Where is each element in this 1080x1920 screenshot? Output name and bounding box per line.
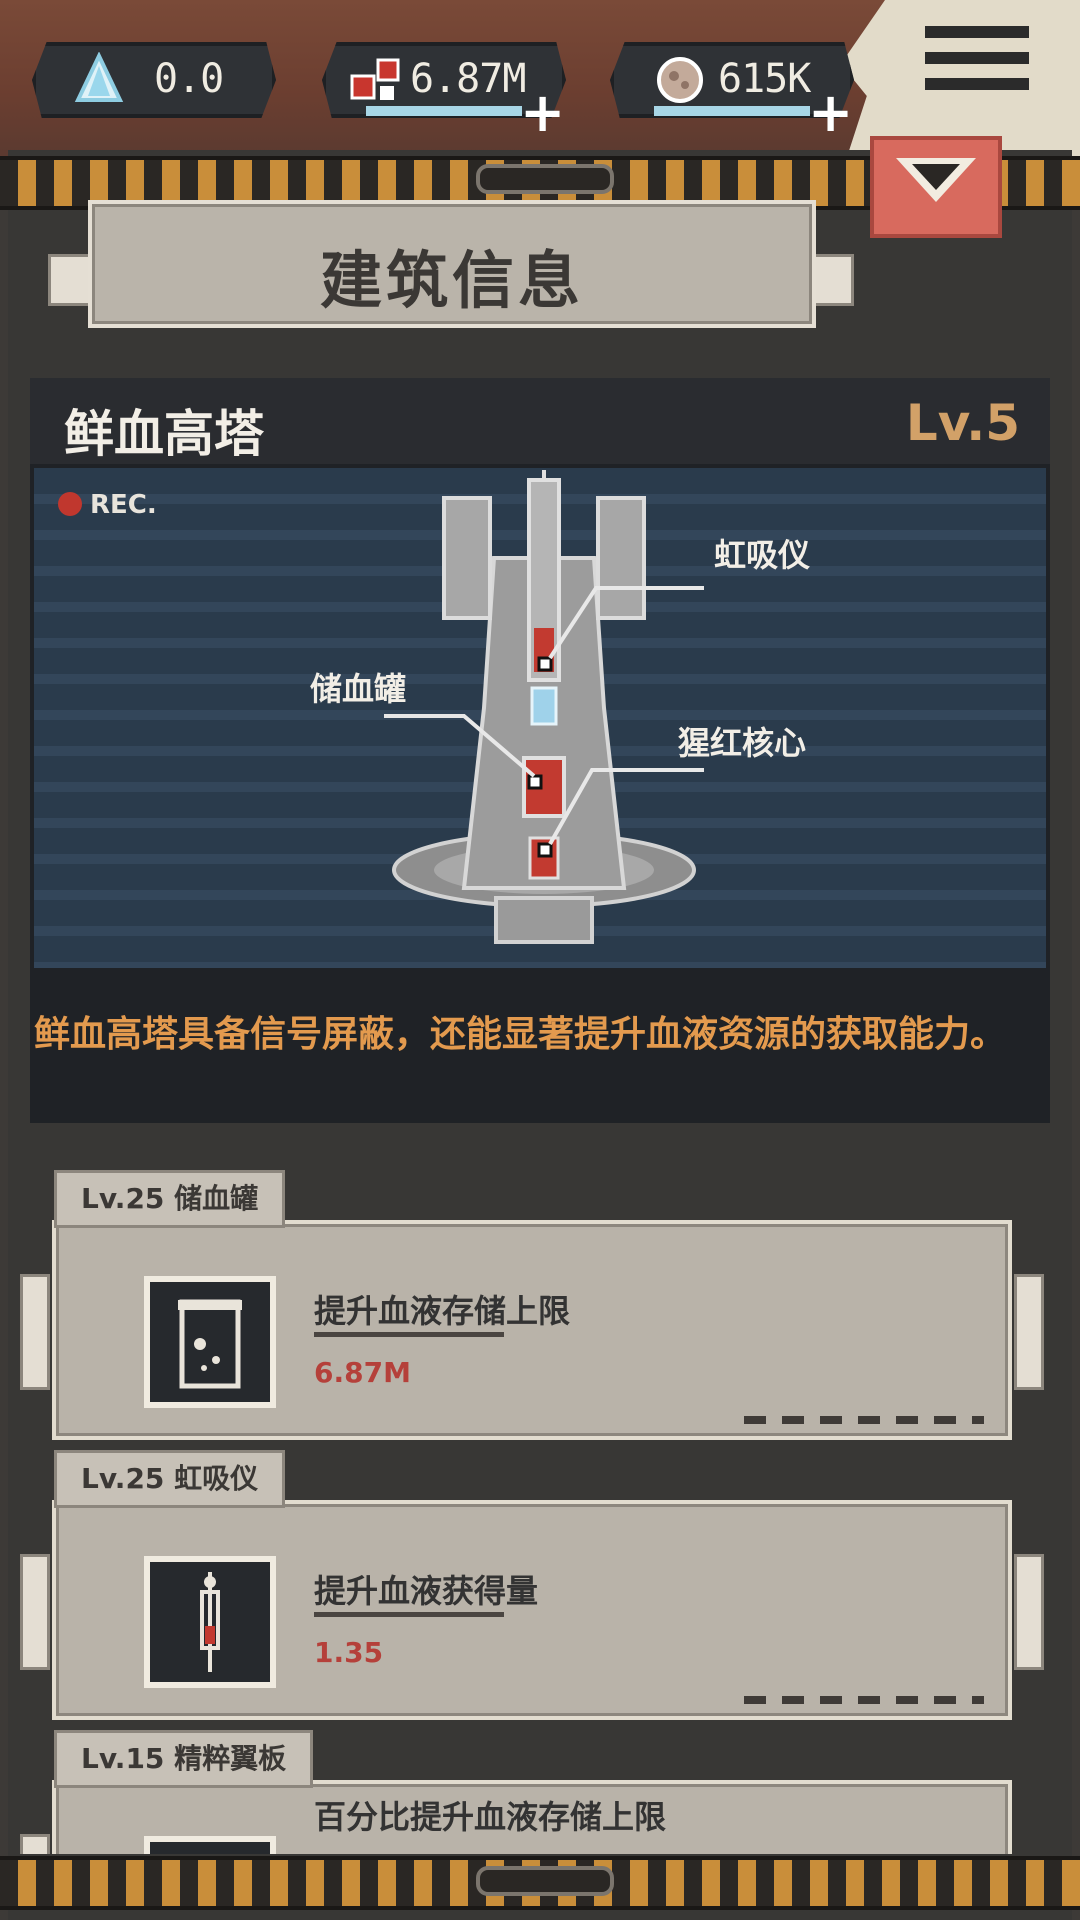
menu-icon (925, 26, 1029, 38)
callout-siphon: 虹吸仪 (714, 536, 811, 574)
building-header: 鲜血高塔 Lv.5 (30, 378, 1050, 464)
card-clip-left (20, 1274, 50, 1390)
building-card: 鲜血高塔 Lv.5 REC. (30, 378, 1050, 1123)
panel-title-plate: 建筑信息 (88, 200, 816, 328)
upgrade-level: Lv.25 (81, 1182, 165, 1215)
card-clip-left (20, 1834, 50, 1854)
callout-crimson-core: 猩红核心 (678, 724, 807, 762)
upgrade-description: 提升血液存储上限 (314, 1292, 571, 1330)
wing-plate-icon (144, 1836, 276, 1854)
panel-bottom-handle[interactable] (476, 1866, 614, 1896)
upgrade-name: 虹吸仪 (174, 1462, 259, 1495)
add-blood-button[interactable]: + (520, 81, 566, 144)
crystal-resource[interactable]: 0.0 (32, 42, 276, 118)
building-description: 鲜血高塔具备信号屏蔽，还能显著提升血液资源的获取能力。 (34, 1014, 1007, 1055)
blood-resource[interactable]: 6.87M (322, 42, 566, 118)
upgrade-tag: Lv.25 储血罐 (54, 1170, 286, 1228)
blood-capacity-bar (366, 106, 522, 116)
upgrade-tag: Lv.25 虹吸仪 (54, 1450, 286, 1508)
crystal-icon (74, 52, 124, 102)
menu-button[interactable] (925, 26, 1029, 102)
card-dash-decoration (744, 1696, 984, 1704)
upgrade-level: Lv.25 (81, 1462, 165, 1495)
siphon-icon (144, 1556, 276, 1688)
building-name: 鲜血高塔 (64, 405, 264, 463)
upgrade-card-blood-tank[interactable]: Lv.25 储血罐 提升血液存储上限 6.87M (20, 1170, 1044, 1440)
upgrade-card-siphon[interactable]: Lv.25 虹吸仪 提升血液获得量 1.35 (20, 1450, 1044, 1720)
building-level: Lv.5 (905, 394, 1020, 452)
description-underline (314, 1612, 504, 1617)
menu-icon-line (925, 52, 1029, 64)
callout-blood-tank: 储血罐 (310, 670, 407, 708)
upgrade-tag: Lv.15 精粹翼板 (54, 1730, 314, 1788)
upgrade-value: 6.87M (314, 1356, 411, 1389)
blood-tank-icon (144, 1276, 276, 1408)
card-clip-right (1014, 1274, 1044, 1390)
upgrade-name: 精粹翼板 (174, 1742, 287, 1775)
card-dash-decoration (744, 1416, 984, 1424)
panel-top-handle[interactable] (476, 164, 614, 194)
upgrade-level: Lv.15 (81, 1742, 165, 1775)
blood-value: 6.87M (410, 56, 526, 102)
ore-capacity-bar (654, 106, 810, 116)
upgrade-card-essence-wing[interactable]: Lv.15 精粹翼板 百分比提升血液存储上限 (20, 1730, 1012, 1854)
building-schematic: REC. 虹吸仪 (34, 468, 1046, 968)
card-clip-left (20, 1554, 50, 1670)
upgrade-description: 百分比提升血液存储上限 (314, 1798, 667, 1836)
rec-indicator: REC. (58, 490, 157, 520)
upgrade-value: 1.35 (314, 1636, 384, 1669)
upgrade-description: 提升血液获得量 (314, 1572, 539, 1610)
upgrade-name: 储血罐 (174, 1182, 259, 1215)
ore-resource[interactable]: 615K (610, 42, 854, 118)
jar-icon (178, 1299, 242, 1389)
syringe-icon (200, 1572, 220, 1672)
card-clip-right (1014, 1554, 1044, 1670)
crystal-value: 0.0 (154, 56, 224, 102)
upgrade-list: Lv.25 储血罐 提升血液存储上限 6.87M Lv.25 虹吸仪 (0, 1140, 1080, 1854)
panel-title: 建筑信息 (319, 244, 584, 317)
add-ore-button[interactable]: + (808, 81, 854, 144)
ore-value: 615K (718, 56, 811, 102)
blood-icon (350, 58, 400, 100)
menu-icon-line (925, 78, 1029, 90)
collapse-panel-button[interactable] (870, 136, 1002, 238)
ore-icon (657, 57, 703, 103)
description-underline (314, 1332, 504, 1337)
blood-tower-illustration (384, 470, 704, 944)
